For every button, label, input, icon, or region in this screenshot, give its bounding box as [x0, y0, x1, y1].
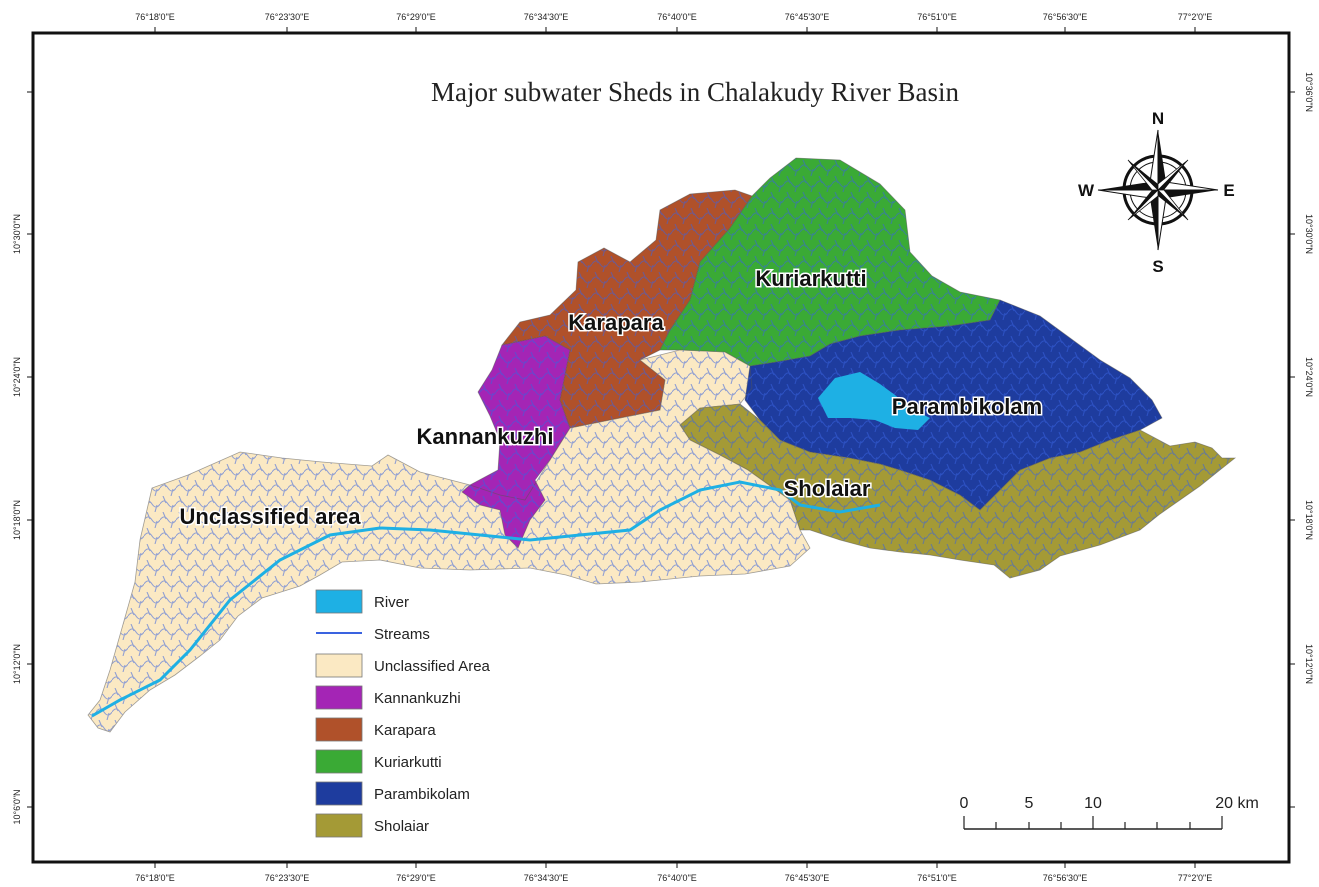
- legend-label-kuriarkutti: Kuriarkutti: [374, 754, 442, 771]
- lon-label: 76°34'30"E: [524, 12, 569, 22]
- scale-label-10: 10: [1084, 795, 1102, 812]
- lat-label: 10°24'0"N: [12, 357, 22, 397]
- lat-label: 10°24'0"N: [1304, 357, 1314, 397]
- lon-label: 76°34'30"E: [524, 873, 569, 883]
- label-unclassified: Unclassified area: [180, 504, 362, 529]
- lon-label: 76°51'0"E: [917, 12, 957, 22]
- lon-label: 76°18'0"E: [135, 12, 175, 22]
- reservoir-parambikolam: [818, 372, 930, 430]
- lon-label: 76°51'0"E: [917, 873, 957, 883]
- stream-texture: [679, 403, 1237, 579]
- lon-label: 76°29'0"E: [396, 12, 436, 22]
- label-kannankuzhi: Kannankuzhi: [417, 424, 554, 449]
- legend-label-kannankuzhi: Kannankuzhi: [374, 690, 461, 707]
- lat-label: 10°30'0"N: [12, 214, 22, 254]
- streams-overlay: [87, 157, 1237, 733]
- legend-swatch-river: [315, 589, 363, 614]
- scale-bar: 0 5 10 20 km: [960, 795, 1259, 830]
- legend-swatch-parambikolam: [315, 781, 363, 806]
- legend-label-streams: Streams: [374, 626, 430, 643]
- compass-east: E: [1223, 181, 1234, 200]
- lat-labels-left: 10°30'0"N 10°24'0"N 10°18'0"N 10°12'0"N …: [12, 214, 22, 825]
- label-karapara: Karapara: [568, 310, 664, 335]
- lat-label: 10°12'0"N: [12, 644, 22, 684]
- legend-label-sholaiar: Sholaiar: [374, 818, 429, 835]
- scale-label-20km: 20 km: [1215, 795, 1259, 812]
- lat-label: 10°6'0"N: [12, 789, 22, 824]
- lon-label: 76°45'30"E: [785, 12, 830, 22]
- lon-label: 76°18'0"E: [135, 873, 175, 883]
- lat-label: 10°12'0"N: [1304, 644, 1314, 684]
- legend-label-karapara: Karapara: [374, 722, 436, 739]
- legend-label-parambikolam: Parambikolam: [374, 786, 470, 803]
- legend-swatch-kuriarkutti: [315, 749, 363, 774]
- region-labels: Unclassified area Kannankuzhi Karapara K…: [178, 265, 1044, 531]
- river-features: [91, 372, 930, 718]
- lon-label: 76°45'30"E: [785, 873, 830, 883]
- lon-label: 76°56'30"E: [1043, 12, 1088, 22]
- lon-label: 76°40'0"E: [657, 873, 697, 883]
- map-title: Major subwater Sheds in Chalakudy River …: [431, 77, 959, 107]
- lat-labels-right: 10°36'0"N 10°30'0"N 10°24'0"N 10°18'0"N …: [1304, 72, 1314, 684]
- compass-south: S: [1152, 257, 1163, 276]
- lon-label: 77°2'0"E: [1178, 12, 1213, 22]
- lon-label: 77°2'0"E: [1178, 873, 1213, 883]
- lon-label: 76°29'0"E: [396, 873, 436, 883]
- lat-label: 10°18'0"N: [12, 500, 22, 540]
- lon-label: 76°23'30"E: [265, 873, 310, 883]
- lon-labels-bottom: 76°18'0"E 76°23'30"E 76°29'0"E 76°34'30"…: [135, 873, 1212, 883]
- legend-label-river: River: [374, 594, 409, 611]
- lon-label: 76°56'30"E: [1043, 873, 1088, 883]
- lat-label: 10°18'0"N: [1304, 500, 1314, 540]
- lon-label: 76°40'0"E: [657, 12, 697, 22]
- legend-label-unclassified: Unclassified Area: [374, 658, 491, 675]
- legend-swatch-sholaiar: [315, 813, 363, 838]
- compass-west: W: [1078, 181, 1095, 200]
- scale-label-5: 5: [1025, 795, 1034, 812]
- label-parambikolam: Parambikolam: [892, 394, 1042, 419]
- legend-swatch-karapara: [315, 717, 363, 742]
- graticule-ticks: [27, 27, 1295, 868]
- label-kuriarkutti: Kuriarkutti: [755, 266, 866, 291]
- scale-label-0: 0: [960, 795, 969, 812]
- lon-label: 76°23'30"E: [265, 12, 310, 22]
- legend-swatch-unclassified: [315, 653, 363, 678]
- label-sholaiar: Sholaiar: [784, 476, 871, 501]
- river-main: [91, 480, 881, 718]
- legend: River Streams Unclassified Area Kannanku…: [315, 589, 491, 838]
- compass-rose-icon: [1097, 129, 1219, 251]
- lat-label: 10°36'0"N: [1304, 72, 1314, 112]
- legend-swatch-kannankuzhi: [315, 685, 363, 710]
- lon-labels-top: 76°18'0"E 76°23'30"E 76°29'0"E 76°34'30"…: [135, 12, 1212, 22]
- lat-label: 10°30'0"N: [1304, 214, 1314, 254]
- compass-north: N: [1152, 109, 1164, 128]
